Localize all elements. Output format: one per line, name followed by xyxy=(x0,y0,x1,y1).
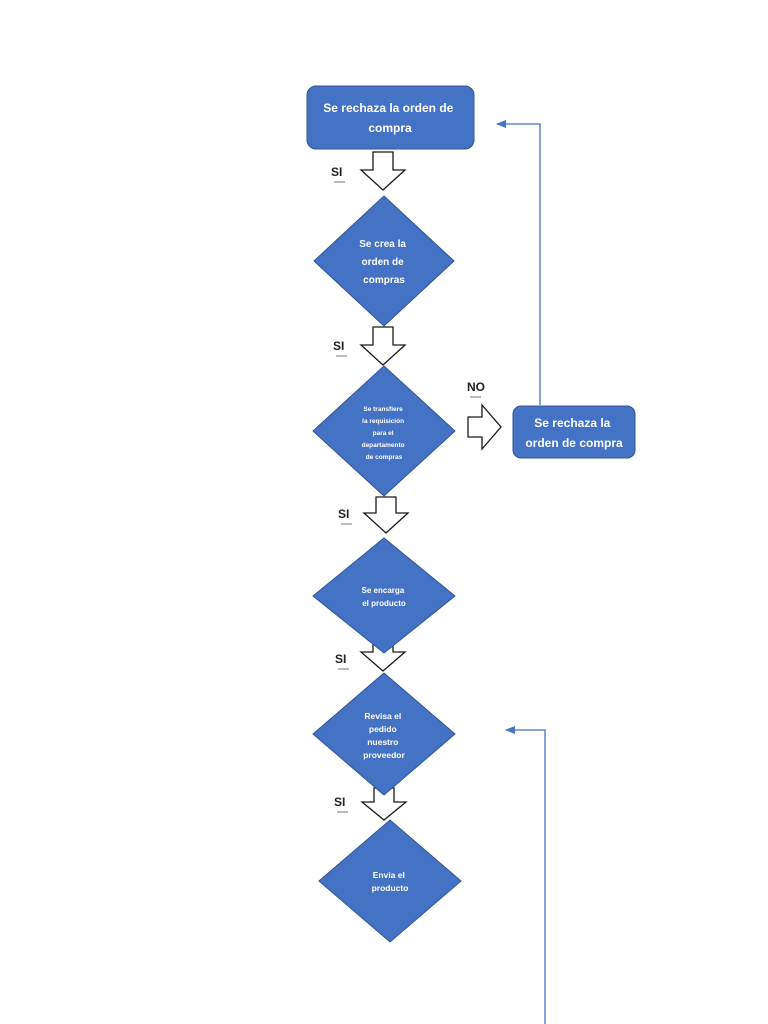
node-reject-order-top: Se rechaza la orden de compra xyxy=(306,85,475,150)
node-create-order-line: Se crea la xyxy=(359,239,406,250)
svg-text:Revisa el pedido n: Revisa el pedido nuestro proveedor xyxy=(363,711,405,760)
svg-text:Se crea la orden de: Se crea la orden de compras xyxy=(359,239,409,286)
node-transfer-requisition-line: para el xyxy=(373,430,394,437)
svg-text:Se transfiere la requisi: Se transfiere la requisición para el dep… xyxy=(362,406,407,461)
node-create-order-line: compras xyxy=(363,275,405,286)
node-review-order-line: pedido xyxy=(369,724,397,734)
node-review-order-line: nuestro xyxy=(367,737,398,747)
node-transfer-requisition-diamond: Se transfiere la requisición para el dep… xyxy=(312,365,456,497)
feedback-connector-reject xyxy=(496,120,541,405)
node-order-product-diamond: Se encarga el producto xyxy=(312,537,456,654)
node-review-order-line: Revisa el xyxy=(364,711,401,721)
node-send-product-line: Envia el xyxy=(373,870,405,880)
label-si: SI xyxy=(333,339,344,353)
label-si: SI xyxy=(335,652,346,666)
node-transfer-requisition-line: Se transfiere xyxy=(363,406,403,413)
node-order-product-line: el producto xyxy=(362,599,406,608)
svg-text:Se rechaza la orden de c: Se rechaza la orden de compra xyxy=(323,101,456,135)
label-si: SI xyxy=(331,165,342,179)
label-no: NO xyxy=(467,380,485,394)
node-reject-order-right: Se rechaza la orden de compra xyxy=(512,405,636,459)
node-reject-order-right-line: orden de compra xyxy=(525,436,623,450)
block-arrow-down xyxy=(362,496,410,534)
node-create-order-diamond: Se crea la orden de compras xyxy=(313,195,455,327)
node-review-order-diamond: Revisa el pedido nuestro proveedor xyxy=(312,672,456,796)
block-arrow-down xyxy=(360,787,408,821)
node-order-product-line: Se encarga xyxy=(362,586,405,595)
node-reject-order-top-line: Se rechaza la orden de xyxy=(323,101,453,115)
node-transfer-requisition-line: de compras xyxy=(366,454,403,461)
label-si: SI xyxy=(334,795,345,809)
node-transfer-requisition-line: departamento xyxy=(362,442,405,449)
node-review-order-line: proveedor xyxy=(363,750,405,760)
node-transfer-requisition-line: la requisición xyxy=(362,418,404,425)
block-arrow-down xyxy=(359,151,407,191)
svg-text:Envia el producto: Envia el producto xyxy=(372,870,409,893)
block-arrow-right xyxy=(467,403,502,451)
node-send-product-diamond: Envia el producto xyxy=(318,819,462,943)
feedback-connector-bottom xyxy=(505,726,546,1024)
node-reject-order-top-line: compra xyxy=(368,121,412,135)
node-send-product-line: producto xyxy=(372,883,409,893)
svg-text:Se encarga el producto: Se encarga el producto xyxy=(362,586,407,608)
block-arrow-down xyxy=(359,326,407,366)
node-create-order-line: orden de xyxy=(361,257,404,268)
svg-text:Se rechaza la orden de c: Se rechaza la orden de compra xyxy=(525,416,623,450)
node-reject-order-right-line: Se rechaza la xyxy=(534,416,610,430)
label-si: SI xyxy=(338,507,349,521)
